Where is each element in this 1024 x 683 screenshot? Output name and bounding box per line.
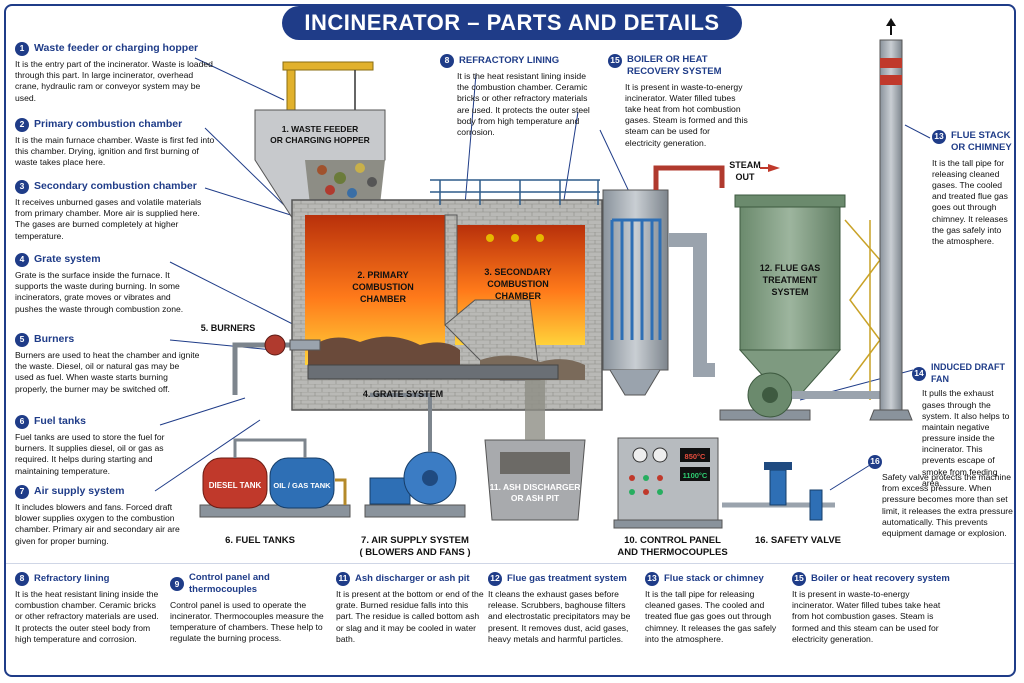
note-number: 13 — [645, 572, 659, 586]
note-title: Ash discharger or ash pit — [355, 572, 470, 584]
note-refractory-top: 8 REFRACTORY LINING It is the heat resist… — [440, 54, 590, 138]
note-text: Fuel tanks are used to store the fuel fo… — [15, 432, 165, 476]
note-text: It is present in waste-to-energy inciner… — [792, 589, 941, 644]
label-safety: 16. SAFETY VALVE — [754, 535, 842, 546]
boiler — [602, 165, 725, 396]
note-number: 11 — [336, 572, 350, 586]
note-number: 8 — [440, 54, 454, 68]
label-ctrl-a: 10. CONTROL PANEL — [624, 535, 721, 546]
note-title: Primary combustion chamber — [34, 118, 183, 131]
induced-draft-fan — [719, 372, 885, 421]
note-fuel-tanks: 6 Fuel tanks Fuel tanks are used to store… — [15, 415, 195, 477]
note-bottom-boiler: 15 Boiler or heat recovery system It is p… — [792, 572, 952, 645]
chimney — [869, 18, 913, 421]
page-title: INCINERATOR – PARTS AND DETAILS — [282, 6, 742, 40]
ash-pit — [484, 380, 586, 521]
note-text: It pulls the exhaust gases through the s… — [922, 388, 1010, 488]
note-text: It is the heat resistant lining inside t… — [15, 589, 159, 644]
flue-duct — [668, 233, 715, 377]
note-title: REFRACTORY LINING — [459, 54, 560, 66]
burner — [232, 334, 321, 395]
note-text: Control panel is used to operate the inc… — [170, 599, 324, 644]
note-bottom-chimney: 13 Flue stack or chimney It is the tall p… — [645, 572, 785, 645]
note-number: 15 — [792, 572, 806, 586]
note-boiler-top: 15 BOILER OR HEAT RECOVERY SYSTEM It is p… — [608, 54, 748, 149]
furnace-body — [291, 179, 603, 411]
note-title: Secondary combustion chamber — [34, 180, 197, 193]
note-number: 9 — [170, 577, 184, 592]
note-text: It is the main furnace chamber. Waste is… — [15, 135, 215, 168]
note-text: It includes blowers and fans. Forced dra… — [15, 502, 180, 546]
note-burners: 5 Burners Burners are used to heat the ch… — [15, 333, 200, 395]
note-text: It is the tall pipe for releasing cleane… — [645, 589, 777, 644]
flue-gas-treatment — [734, 194, 881, 400]
note-title: Waste feeder or charging hopper — [34, 42, 199, 55]
note-number: 8 — [15, 572, 29, 586]
note-text: It is the tall pipe for releasing cleane… — [932, 157, 1008, 246]
note-number: 6 — [15, 415, 29, 429]
safety-valve — [722, 462, 835, 521]
note-text: It is present at the bottom or end of th… — [336, 589, 484, 644]
fuel-tanks — [199, 438, 351, 518]
note-bottom-ash-pit: 11 Ash discharger or ash pit It is presen… — [336, 572, 484, 645]
note-waste-feeder: 1 Waste feeder or charging hopper It is t… — [15, 42, 215, 104]
label-air-a: 7. AIR SUPPLY SYSTEM — [361, 535, 469, 546]
control-panel — [613, 437, 723, 529]
note-text: It is present in waste-to-energy inciner… — [625, 81, 748, 148]
note-text: Grate is the surface inside the furnace.… — [15, 270, 184, 314]
note-title: INDUCED DRAFT FAN — [931, 362, 1005, 384]
label-air-b: ( BLOWERS AND FANS ) — [359, 546, 471, 558]
note-number: 4 — [15, 253, 29, 267]
note-number: 14 — [912, 366, 926, 381]
note-title: Flue stack or chimney — [664, 572, 764, 584]
note-text: It is the entry part of the incinerator.… — [15, 59, 213, 103]
note-number: 7 — [15, 485, 29, 499]
note-title: Burners — [34, 333, 75, 346]
air-blower — [364, 393, 466, 518]
note-chimney-top: 13 FLUE STACK OR CHIMNEY It is the tall p… — [932, 130, 1014, 247]
note-number: 3 — [15, 180, 29, 194]
note-number: 12 — [488, 572, 502, 586]
note-title: Flue gas treatment system — [507, 572, 627, 584]
note-number: 1 — [15, 42, 29, 56]
note-bottom-control-panel: 9 Control panel and thermocouples Control… — [170, 572, 330, 644]
note-number: 2 — [15, 118, 29, 132]
note-text: It is the heat resistant lining inside t… — [457, 71, 590, 137]
note-text: It receives unburned gases and volatile … — [15, 197, 202, 241]
label-ctrl-b: AND THERMOCOUPLES — [617, 546, 728, 558]
note-number: 15 — [608, 54, 622, 68]
note-text: Burners are used to heat the chamber and… — [15, 350, 200, 394]
note-title: Fuel tanks — [34, 415, 86, 428]
note-safety-valve: 16 Safety valve protects the machine fro… — [868, 455, 1014, 539]
note-bottom-refractory: 8 Refractory lining It is the heat resist… — [15, 572, 165, 645]
note-primary-chamber: 2 Primary combustion chamber It is the ma… — [15, 118, 215, 169]
note-text: It cleans the exhaust gases before relea… — [488, 589, 631, 644]
note-title: Refractory lining — [34, 572, 110, 584]
note-number: 13 — [932, 130, 946, 144]
note-title: Boiler or heat recovery system — [811, 572, 950, 584]
note-title: Control panel and thermocouples — [189, 572, 270, 596]
page-frame — [4, 4, 1016, 677]
note-title: FLUE STACK OR CHIMNEY — [951, 130, 1012, 154]
note-title: Grate system — [34, 253, 101, 266]
note-title: Air supply system — [34, 485, 125, 498]
note-secondary-chamber: 3 Secondary combustion chamber It receive… — [15, 180, 215, 242]
note-air-supply: 7 Air supply system It includes blowers a… — [15, 485, 195, 547]
note-bottom-flue-gas: 12 Flue gas treatment system It cleans th… — [488, 572, 638, 645]
note-grate-system: 4 Grate system Grate is the surface insid… — [15, 253, 200, 315]
note-number: 16 — [868, 455, 882, 469]
label-fuel-tanks: 6. FUEL TANKS — [225, 535, 295, 546]
bottom-divider — [6, 563, 1014, 564]
note-title: BOILER OR HEAT RECOVERY SYSTEM — [627, 54, 722, 78]
note-number: 5 — [15, 333, 29, 347]
note-induced-draft-fan: 14 INDUCED DRAFT FAN It pulls the exhaust… — [912, 362, 1014, 489]
note-text: Safety valve protects the machine from e… — [882, 472, 1013, 538]
